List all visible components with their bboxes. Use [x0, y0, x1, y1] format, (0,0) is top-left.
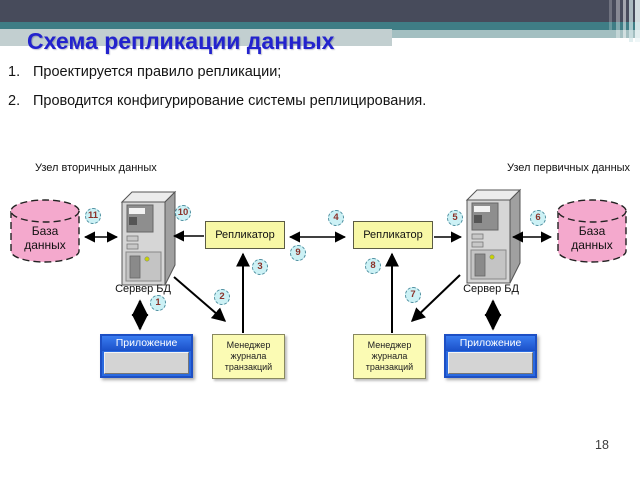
step-marker-3: 3: [252, 259, 268, 275]
corner-accent-stripe: [623, 0, 626, 38]
primary-node-label: Узел первичных данных: [507, 162, 631, 174]
step-marker-5: 5: [447, 210, 463, 226]
arrow-server-to-logmanager-left: [173, 276, 227, 322]
bullet-item: 2. Проводится конфигурирование системы р…: [8, 93, 628, 109]
application-body: [448, 352, 533, 374]
step-marker-9: 9: [290, 245, 306, 261]
step-marker-7: 7: [405, 287, 421, 303]
log-manager-box-right: Менеджер журнала транзакций: [353, 334, 426, 379]
bullet-number: 2.: [8, 93, 21, 109]
database-label-left: База данных: [11, 224, 79, 252]
server-label-right: Сервер БД: [463, 283, 519, 295]
database-label-line: данных: [571, 238, 613, 252]
application-titlebar: Приложение: [102, 336, 191, 351]
application-window-left: Приложение: [100, 334, 193, 378]
arrow-server-to-logmanager-right: [410, 274, 461, 322]
database-label-right: База данных: [558, 224, 626, 252]
server-label-left: Сервер БД: [115, 283, 171, 295]
database-label-line: данных: [24, 238, 66, 252]
step-marker-1: 1: [150, 295, 166, 311]
log-manager-text: журнала: [371, 351, 408, 361]
log-manager-box-left: Менеджер журнала транзакций: [212, 334, 285, 379]
corner-accent-stripe: [616, 0, 620, 42]
header-teal-stripe: [0, 22, 640, 30]
step-marker-4: 4: [328, 210, 344, 226]
application-body: [104, 352, 189, 374]
step-marker-10: 10: [175, 205, 191, 221]
bullet-list: 1. Проектируется правило репликации; 2. …: [8, 64, 628, 122]
bullet-text: Проектируется правило репликации;: [33, 64, 282, 80]
corner-accent-stripe: [635, 0, 640, 42]
title-highlight-band: [0, 29, 392, 46]
step-marker-2: 2: [214, 289, 230, 305]
step-marker-8: 8: [365, 258, 381, 274]
application-window-right: Приложение: [444, 334, 537, 378]
log-manager-text: транзакций: [224, 362, 273, 372]
log-manager-text: Менеджер: [226, 340, 271, 350]
secondary-node-label: Узел вторичных данных: [35, 162, 157, 174]
diagram-arrows: [83, 230, 553, 333]
database-label-line: База: [31, 224, 59, 238]
database-label-line: База: [578, 224, 606, 238]
page-number: 18: [595, 438, 609, 452]
application-titlebar: Приложение: [446, 336, 535, 351]
bullet-text: Проводится конфигурирование системы репл…: [33, 93, 427, 109]
db-server-tower-left: [121, 191, 176, 286]
bullet-number: 1.: [8, 64, 21, 80]
replicator-box-right: Репликатор: [353, 221, 433, 249]
header-dark-bar: [0, 0, 640, 22]
db-server-tower-right: [466, 189, 521, 284]
corner-accent-stripe: [629, 0, 633, 42]
step-marker-11: 11: [85, 208, 101, 224]
corner-accent-stripe: [609, 0, 612, 30]
log-manager-text: журнала: [230, 351, 267, 361]
slide-title: Схема репликации данных: [27, 28, 335, 54]
bullet-item: 1. Проектируется правило репликации;: [8, 64, 628, 80]
step-marker-6: 6: [530, 210, 546, 226]
replicator-box-left: Репликатор: [205, 221, 285, 249]
log-manager-text: Менеджер: [367, 340, 412, 350]
log-manager-text: транзакций: [365, 362, 414, 372]
